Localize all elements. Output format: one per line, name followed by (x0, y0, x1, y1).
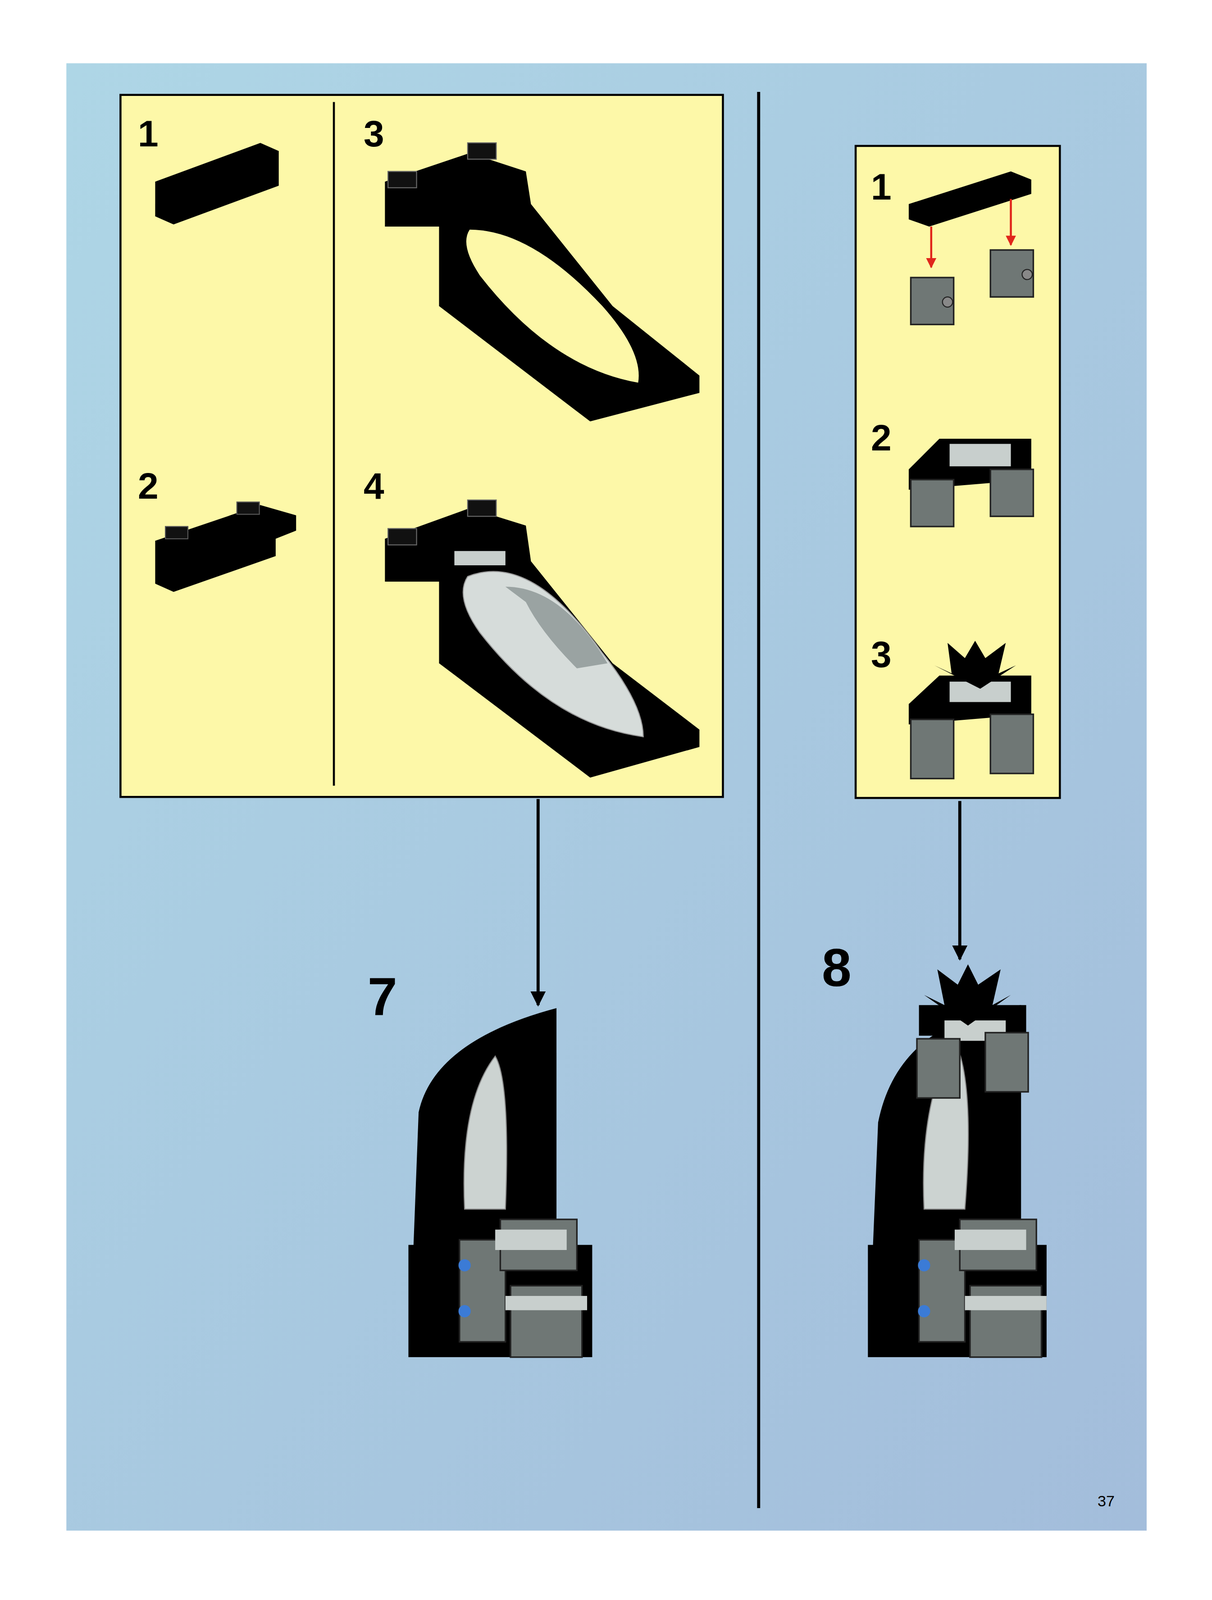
assembly-number: 7 (367, 970, 398, 1024)
step-panel (855, 145, 1060, 799)
step-number: 3 (363, 115, 385, 153)
step-number: 2 (870, 419, 892, 457)
assembly-number: 8 (821, 941, 852, 995)
step-number: 2 (137, 467, 159, 505)
step-number: 3 (870, 636, 892, 674)
page-number: 37 (1097, 1493, 1115, 1509)
step-number: 4 (363, 467, 385, 505)
page-background (66, 63, 1147, 1531)
step-panel (120, 95, 723, 798)
step-number: 1 (870, 168, 892, 206)
step-number: 1 (137, 115, 159, 153)
